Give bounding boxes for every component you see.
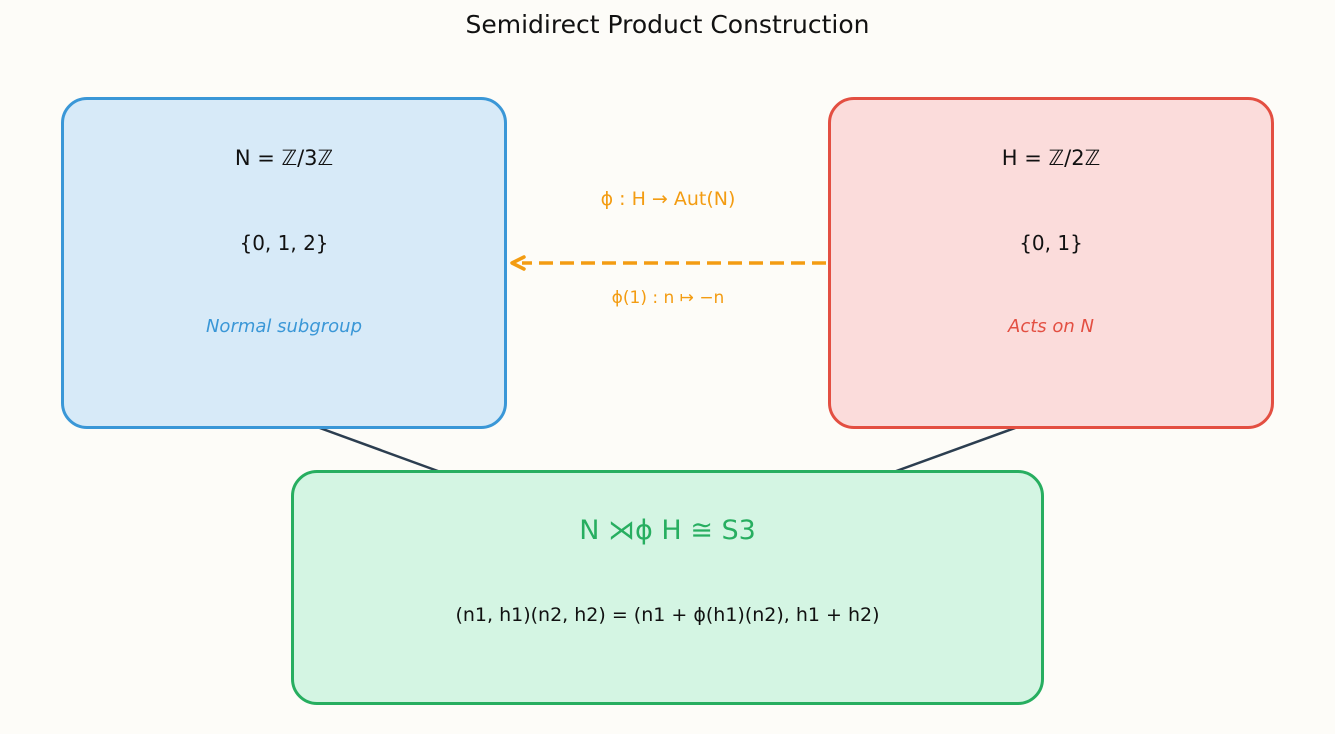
normal-subgroup-caption: Normal subgroup [205, 316, 363, 337]
normal-subgroup-definition: N = ℤ/3ℤ [234, 146, 334, 170]
acting-group-box: H = ℤ/2ℤ {0, 1} Acts on N [828, 97, 1274, 429]
normal-subgroup-box: N = ℤ/3ℤ {0, 1, 2} Normal subgroup [61, 97, 507, 429]
acting-group-elements: {0, 1} [1019, 231, 1083, 255]
normal-subgroup-elements: {0, 1, 2} [239, 231, 329, 255]
action-rule-label: ϕ(1) : n ↦ −n [611, 288, 725, 308]
action-arrowhead [510, 255, 526, 271]
semidirect-product-result: N ⋊ϕ H ≅ S3 [579, 515, 756, 546]
acting-group-caption: Acts on N [1008, 316, 1094, 337]
semidirect-product-box: N ⋊ϕ H ≅ S3 (n1, h1)(n2, h2) = (n1 + ϕ(h… [291, 470, 1044, 705]
multiplication-rule: (n1, h1)(n2, h2) = (n1 + ϕ(h1)(n2), h1 +… [455, 604, 880, 626]
action-map-label: ϕ : H → Aut(N) [600, 188, 736, 210]
acting-group-definition: H = ℤ/2ℤ [1001, 146, 1101, 170]
diagram-title: Semidirect Product Construction [465, 10, 870, 39]
